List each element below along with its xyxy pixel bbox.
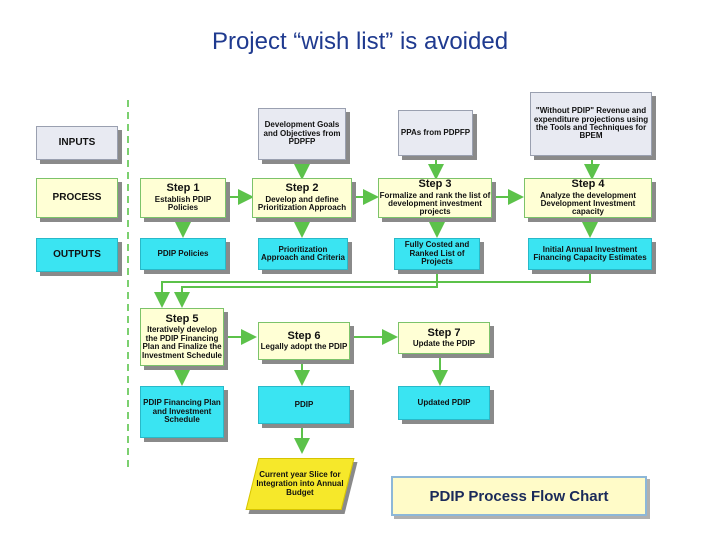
step-5-text: Iteratively develop the PDIP Financing P… bbox=[141, 325, 223, 360]
step-2-title: Step 2 bbox=[285, 182, 319, 195]
input-ppas: PPAs from PDPFP bbox=[398, 110, 473, 156]
step-4-text: Analyze the development Development Inve… bbox=[539, 190, 637, 217]
step-4-box: Step 4 Analyze the development Developme… bbox=[524, 178, 652, 218]
step-3-text: Formalize and rank the list of developme… bbox=[379, 190, 491, 217]
outputs-row-label: OUTPUTS bbox=[36, 238, 118, 272]
inputs-row-label: INPUTS bbox=[36, 126, 118, 160]
budget-slice-box: Current year Slice for Integration into … bbox=[245, 458, 355, 510]
step-7-title: Step 7 bbox=[427, 326, 461, 339]
output-pdip-policies: PDIP Policies bbox=[140, 238, 226, 270]
step-6-box: Step 6 Legally adopt the PDIP bbox=[258, 322, 350, 360]
process-row-label: PROCESS bbox=[36, 178, 118, 218]
output-costed-ranked: Fully Costed and Ranked List of Projects bbox=[394, 238, 480, 270]
step-6-title: Step 6 bbox=[287, 329, 321, 342]
budget-slice-text: Current year Slice for Integration into … bbox=[256, 469, 344, 497]
output-initial-investment: Initial Annual Investment Financing Capa… bbox=[528, 238, 652, 270]
arrow-bus-to-step5 bbox=[154, 281, 172, 308]
step-6-text: Legally adopt the PDIP bbox=[260, 342, 348, 352]
arrow-costed-to-step5 bbox=[174, 272, 438, 308]
output-financing-plan: PDIP Financing Plan and Investment Sched… bbox=[140, 386, 224, 438]
step-1-text: Establish PDIP Policies bbox=[154, 194, 212, 213]
step-4-title: Step 4 bbox=[571, 178, 605, 191]
step-5-title: Step 5 bbox=[165, 312, 199, 325]
input-without-pdip: "Without PDIP" Revenue and expenditure p… bbox=[530, 92, 652, 156]
step-5-box: Step 5 Iteratively develop the PDIP Fina… bbox=[140, 308, 224, 366]
step-7-text: Update the PDIP bbox=[412, 339, 476, 349]
step-2-text: Develop and define Prioritization Approa… bbox=[257, 194, 347, 213]
input-development-goals: Development Goals and Objectives from PD… bbox=[258, 108, 346, 160]
step-3-title: Step 3 bbox=[418, 178, 452, 191]
output-updated-pdip: Updated PDIP bbox=[398, 386, 490, 420]
step-2-box: Step 2 Develop and define Prioritization… bbox=[252, 178, 352, 218]
step-7-box: Step 7 Update the PDIP bbox=[398, 322, 490, 354]
output-prioritization: Prioritization Approach and Criteria bbox=[258, 238, 348, 270]
output-pdip: PDIP bbox=[258, 386, 350, 424]
flow-chart-legend: PDIP Process Flow Chart bbox=[391, 476, 647, 516]
line-initial-to-bus bbox=[172, 272, 591, 283]
step-1-box: Step 1 Establish PDIP Policies bbox=[140, 178, 226, 218]
step-3-box: Step 3 Formalize and rank the list of de… bbox=[378, 178, 492, 218]
page-title: Project “wish list” is avoided bbox=[211, 28, 509, 55]
step-1-title: Step 1 bbox=[166, 182, 200, 195]
